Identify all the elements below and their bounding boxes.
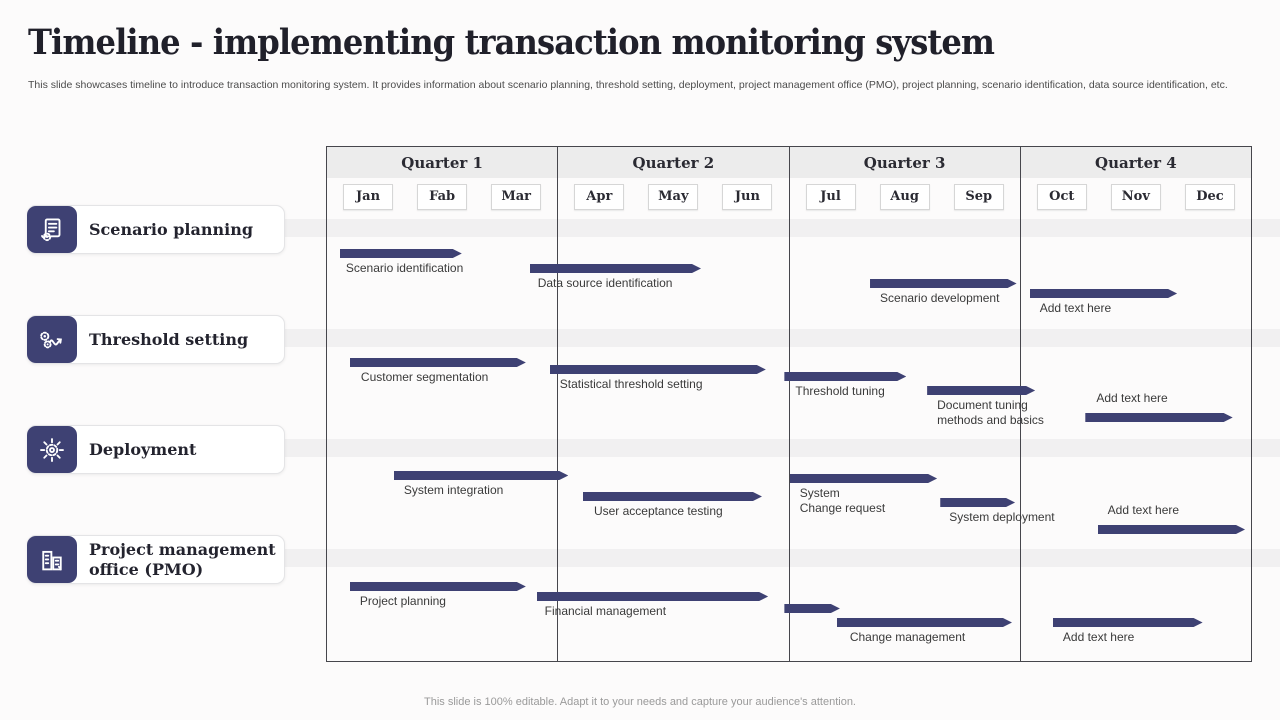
month-cell: Jan [343,183,394,210]
footer-note: This slide is 100% editable. Adapt it to… [424,696,856,708]
month-cell: May [648,183,699,210]
row-stripe [30,219,1280,237]
month-cell: Sep [953,183,1004,210]
month-row: Jan Fab Mar [327,178,557,215]
quarter-column-2: Quarter 2 Apr May Jun [557,147,789,661]
sidebar-item-label: Threshold setting [89,329,249,349]
sidebar-item-project-management-office-pmo: Project management office (PMO) [27,535,285,584]
gears-wave-icon [27,316,77,363]
building-icon [27,536,77,583]
sidebar-item-label: Deployment [89,439,197,459]
month-cell: Mar [491,183,542,210]
quarter-header: Quarter 4 [1020,147,1251,178]
sidebar-item-deployment: Deployment [27,425,285,474]
deployment-gear-icon [27,426,77,473]
month-row: Apr May Jun [558,178,788,215]
quarter-header: Quarter 3 [789,147,1020,178]
month-cell: Oct [1036,183,1087,210]
document-gear-icon [27,206,77,253]
month-cell: Dec [1184,183,1235,210]
page-subtitle: This slide showcases timeline to introdu… [28,79,1228,91]
sidebar-item-scenario-planning: Scenario planning [27,205,285,254]
month-cell: Nov [1110,183,1161,210]
sidebar-item-threshold-setting: Threshold setting [27,315,285,364]
page-title: Timeline - implementing transaction moni… [28,22,995,63]
month-cell: Aug [879,183,930,210]
quarter-header: Quarter 2 [558,147,789,178]
row-stripe [30,329,1280,347]
quarter-header: Quarter 1 [327,147,558,178]
quarter-column-1: Quarter 1 Jan Fab Mar [327,147,558,661]
month-cell: Jul [805,183,856,210]
row-stripe [30,439,1280,457]
sidebar-item-label: Project management office (PMO) [89,540,276,579]
row-stripe [30,549,1280,567]
month-row: Oct Nov Dec [1021,178,1251,215]
month-cell: Jun [722,183,773,210]
quarter-column-3: Quarter 3 Jul Aug Sep [788,147,1020,661]
quarter-column-4: Quarter 4 Oct Nov Dec [1019,147,1251,661]
month-row: Jul Aug Sep [790,178,1020,215]
month-cell: Fab [417,183,468,210]
sidebar-item-label: Scenario planning [89,219,254,239]
month-cell: Apr [574,183,625,210]
